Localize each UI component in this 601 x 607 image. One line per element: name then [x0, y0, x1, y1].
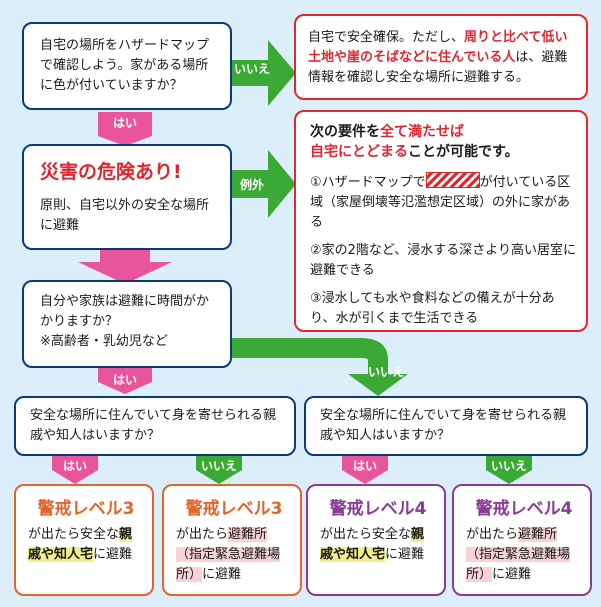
label-yes-2: はい	[112, 373, 137, 387]
hatched-area-icon	[425, 172, 480, 188]
arrow-no-3a	[196, 456, 242, 484]
arrow-no-3b	[486, 456, 532, 484]
question-relatives-right: 安全な場所に住んでいて身を寄せられる親戚や知人はいますか？	[304, 396, 588, 456]
label-yes-3b: はい	[352, 459, 377, 473]
outcome-level3-shelter: 警戒レベル3 が出たら避難所（指定緊急避難場所）に避難	[162, 484, 302, 596]
label-exception: 例外	[239, 178, 264, 192]
arrow-no-2	[232, 338, 408, 396]
danger-title: 災害の危険あり!	[40, 161, 182, 183]
arrow-yes-1	[98, 112, 152, 146]
arrow-yes-2	[98, 368, 152, 394]
question-evacuation-time: 自分や家族は避難に時間がかかりますか？ ※高齢者・乳幼児など	[22, 280, 232, 368]
question-hazard-map: 自宅の場所をハザードマップで確認しよう。家がある場所に色が付いていますか？	[22, 22, 232, 110]
label-yes-1: はい	[112, 116, 137, 130]
requirement-1: ①ハザードマップでが付いている区域（家屋倒壊等氾濫想定区域）の外に家がある	[310, 172, 576, 233]
exception-requirements-box: 次の要件を全て満たせば 自宅にとどまることが可能です。 ①ハザードマップでが付い…	[294, 110, 588, 332]
label-no-2: いいえ	[367, 365, 404, 379]
danger-box: 災害の危険あり! 原則、自宅以外の安全な場所に避難	[22, 144, 232, 250]
arrow-down-1	[78, 250, 172, 284]
label-no-1: いいえ	[233, 62, 270, 76]
safe-at-home-box: 自宅で安全確保。ただし、周りと比べて低い土地や崖のそばなどに住んでいる人は、避難…	[294, 14, 588, 100]
outcome-level4-shelter: 警戒レベル4 が出たら避難所（指定緊急避難場所）に避難	[452, 484, 592, 596]
requirement-3: ③浸水しても水や食料などの備えが十分あり、水が引くまで生活できる	[310, 291, 555, 326]
arrow-exception	[232, 150, 296, 218]
arrow-yes-3b	[342, 456, 388, 484]
note-elderly-infants: ※高齢者・乳幼児など	[40, 334, 168, 349]
danger-body: 原則、自宅以外の安全な場所に避難	[40, 198, 210, 233]
requirement-2: ②家の2階など、浸水する深さより高い居室に避難できる	[310, 243, 577, 278]
label-no-3a: いいえ	[200, 459, 237, 473]
exception-heading: 次の要件を全て満たせば 自宅にとどまることが可能です。	[310, 124, 519, 160]
label-yes-3a: はい	[62, 459, 87, 473]
outcome-level3-relatives: 警戒レベル3 が出たら安全な親戚や知人宅に避難	[14, 484, 154, 596]
outcome-level4-relatives: 警戒レベル4 が出たら安全な親戚や知人宅に避難	[306, 484, 446, 596]
label-no-3b: いいえ	[490, 459, 527, 473]
arrow-no-1	[232, 40, 296, 106]
question-relatives-left: 安全な場所に住んでいて身を寄せられる親戚や知人はいますか？	[14, 396, 296, 456]
arrow-yes-3a	[52, 456, 98, 484]
